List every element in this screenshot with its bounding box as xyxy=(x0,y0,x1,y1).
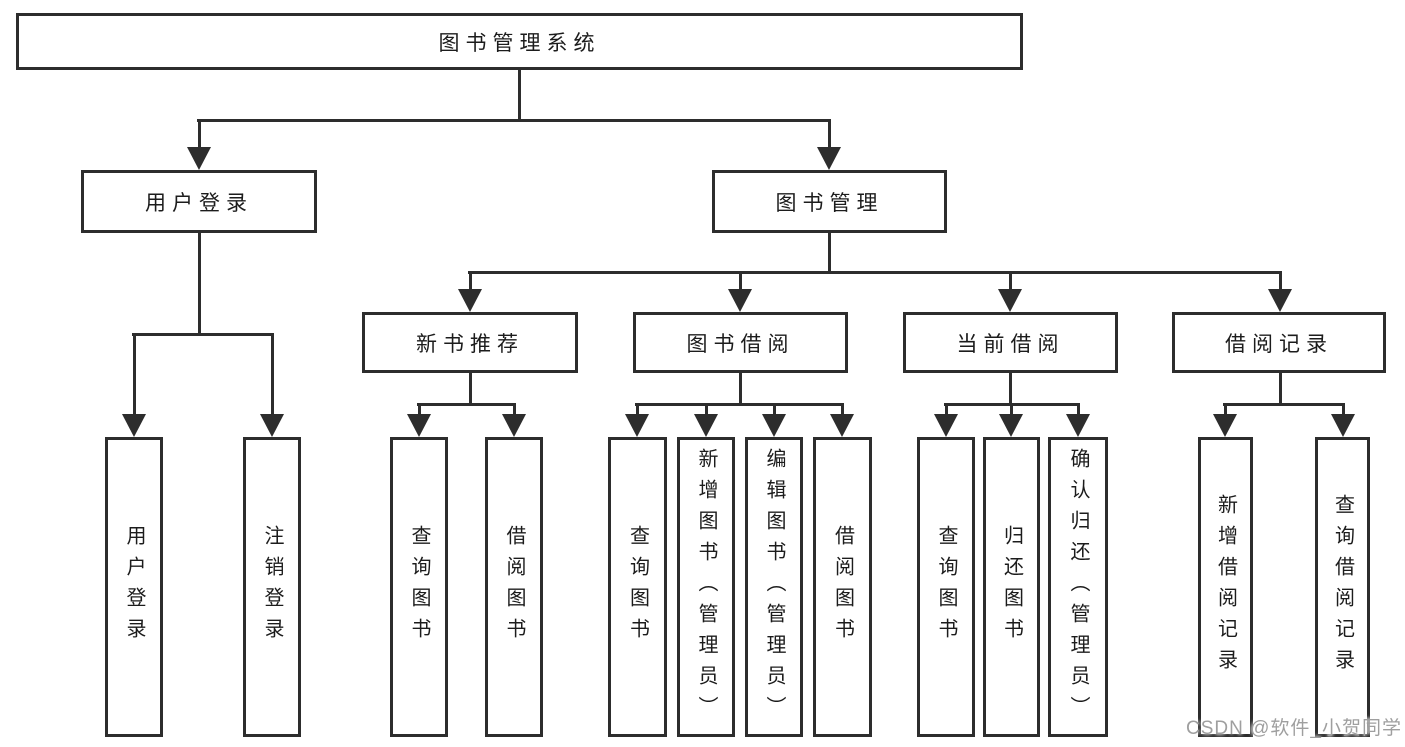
connector-arrow-line xyxy=(469,271,472,293)
node-book-borrow: 图书借阅 xyxy=(633,312,848,373)
arrowhead-down-icon xyxy=(625,414,649,437)
node-user-login: 用户登录 xyxy=(81,170,317,233)
connector-arrow-line xyxy=(1224,403,1227,417)
leaf-records-add-record: 新增借阅记录 xyxy=(1198,437,1253,737)
connector-arrow-line xyxy=(636,403,639,417)
arrowhead-down-icon xyxy=(694,414,718,437)
node-current-borrow: 当前借阅 xyxy=(903,312,1118,373)
arrowhead-down-icon xyxy=(1268,289,1292,312)
connector-arrow-line xyxy=(705,403,708,417)
arrowhead-down-icon xyxy=(260,414,284,437)
connector-arrow-line xyxy=(1077,403,1080,417)
connector-recommend-bus xyxy=(417,403,516,406)
connector-user-login-stem xyxy=(198,233,201,336)
connector-arrow-line xyxy=(1279,271,1282,293)
connector-level3-bus xyxy=(468,271,1282,274)
arrowhead-down-icon xyxy=(187,147,211,170)
connector-arrow-line xyxy=(739,271,742,293)
arrowhead-down-icon xyxy=(998,289,1022,312)
leaf-current-confirm-return-admin: 确认归还（管理员） xyxy=(1048,437,1108,737)
connector-records-bus xyxy=(1223,403,1345,406)
connector-level2-bus xyxy=(197,119,831,122)
arrowhead-down-icon xyxy=(502,414,526,437)
connector-book-mgmt-stem xyxy=(828,233,831,274)
connector-borrow-bus xyxy=(635,403,844,406)
arrowhead-down-icon xyxy=(407,414,431,437)
csdn-watermark: CSDN @软件_小贺同学 xyxy=(1186,718,1402,739)
arrowhead-down-icon xyxy=(1213,414,1237,437)
leaf-logout: 注销登录 xyxy=(243,437,301,737)
leaf-borrow-edit-books-admin: 编辑图书（管理员） xyxy=(745,437,803,737)
connector-arrow-line xyxy=(133,333,136,417)
arrowhead-down-icon xyxy=(830,414,854,437)
arrowhead-down-icon xyxy=(458,289,482,312)
node-borrow-records: 借阅记录 xyxy=(1172,312,1386,373)
arrowhead-down-icon xyxy=(122,414,146,437)
leaf-recommend-borrow-books: 借阅图书 xyxy=(485,437,543,737)
connector-root-stem xyxy=(518,70,521,121)
connector-arrow-line xyxy=(1342,403,1345,417)
connector-login-bus xyxy=(132,333,274,336)
connector-current-stem xyxy=(1009,373,1012,406)
arrowhead-down-icon xyxy=(762,414,786,437)
connector-borrow-stem xyxy=(739,373,742,406)
arrowhead-down-icon xyxy=(728,289,752,312)
connector-arrow-line xyxy=(271,333,274,417)
leaf-borrow-query-books: 查询图书 xyxy=(608,437,667,737)
connector-arrow-line xyxy=(1009,271,1012,293)
leaf-current-query-books: 查询图书 xyxy=(917,437,975,737)
arrowhead-down-icon xyxy=(1331,414,1355,437)
arrowhead-down-icon xyxy=(1066,414,1090,437)
node-book-management: 图书管理 xyxy=(712,170,947,233)
arrowhead-down-icon xyxy=(817,147,841,170)
leaf-recommend-query-books: 查询图书 xyxy=(390,437,448,737)
connector-recommend-stem xyxy=(469,373,472,406)
connector-arrow-line xyxy=(841,403,844,417)
arrowhead-down-icon xyxy=(934,414,958,437)
connector-arrow-line xyxy=(828,119,831,150)
connector-arrow-line xyxy=(418,403,421,417)
leaf-borrow-add-books-admin: 新增图书（管理员） xyxy=(677,437,735,737)
node-root: 图书管理系统 xyxy=(16,13,1023,70)
connector-arrow-line xyxy=(198,119,201,150)
leaf-borrow-borrow-books: 借阅图书 xyxy=(813,437,872,737)
connector-arrow-line xyxy=(513,403,516,417)
leaf-records-query-record: 查询借阅记录 xyxy=(1315,437,1370,737)
leaf-current-return-books: 归还图书 xyxy=(983,437,1040,737)
connector-arrow-line xyxy=(1010,403,1013,417)
connector-arrow-line xyxy=(945,403,948,417)
node-new-book-recommend: 新书推荐 xyxy=(362,312,578,373)
arrowhead-down-icon xyxy=(999,414,1023,437)
connector-arrow-line xyxy=(773,403,776,417)
leaf-user-login: 用户登录 xyxy=(105,437,163,737)
connector-records-stem xyxy=(1279,373,1282,406)
